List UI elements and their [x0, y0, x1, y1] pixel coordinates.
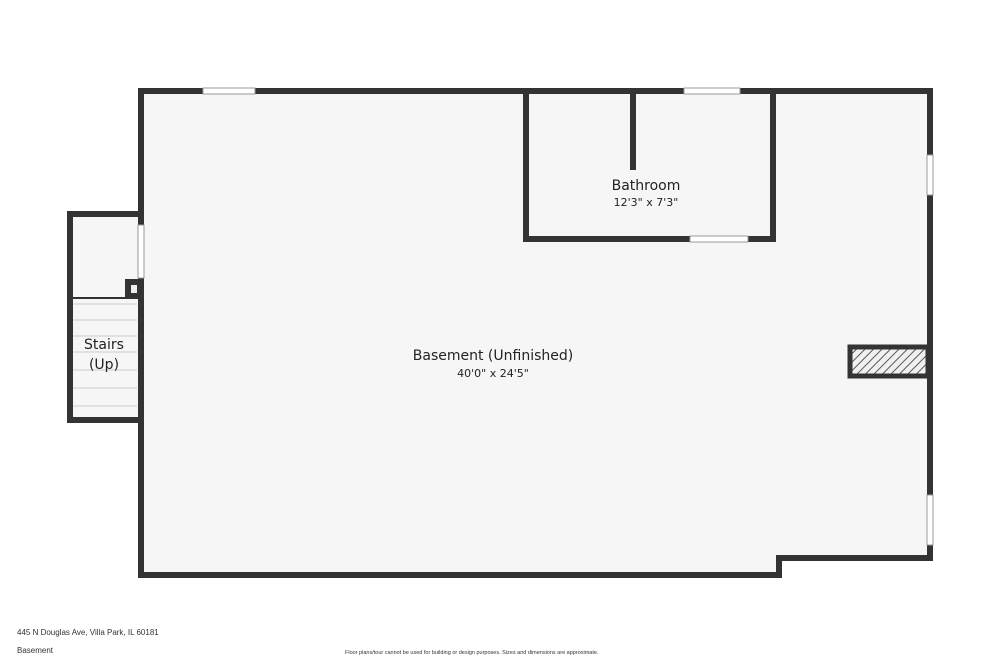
- basement-floor: [141, 91, 930, 575]
- stairs-name: Stairs: [84, 337, 124, 353]
- walls: [67, 88, 933, 578]
- disclaimer: Floor plans/tour cannot be used for buil…: [345, 650, 599, 656]
- basement-dimensions: 40'0" x 24'5": [457, 367, 529, 380]
- bathroom-dimensions: 12'3" x 7'3": [614, 196, 679, 209]
- stairs-direction: (Up): [89, 357, 119, 373]
- windows: [137, 87, 934, 546]
- address: 445 N Douglas Ave, Villa Park, IL 60181: [17, 628, 159, 637]
- floor-label: Basement: [17, 646, 54, 655]
- stairs-floor: [70, 214, 140, 420]
- bathroom-name: Bathroom: [612, 178, 681, 194]
- basement-name: Basement (Unfinished): [413, 348, 573, 364]
- chimney: [847, 344, 931, 379]
